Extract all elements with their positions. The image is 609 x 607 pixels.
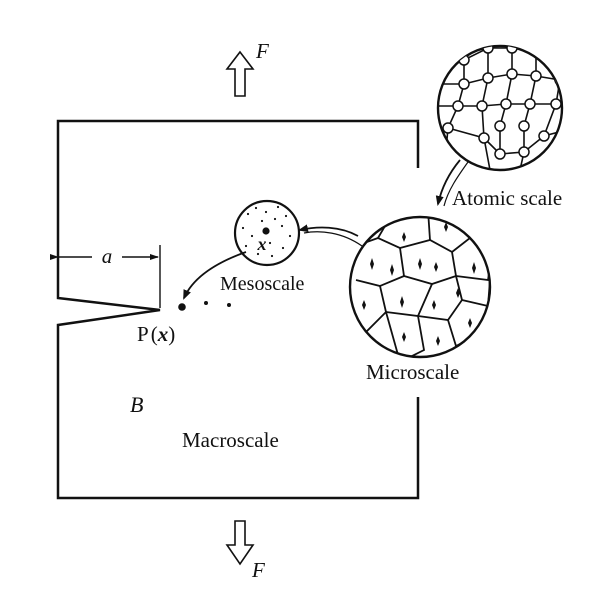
atomic-to-micro-arrow [435, 159, 461, 206]
macroscale-label: Macroscale [182, 428, 279, 452]
meso-point-label: x [257, 234, 267, 254]
crack-tip-point [178, 303, 186, 311]
atomic-scale-label: Atomic scale [452, 186, 562, 210]
microscale-label: Microscale [366, 360, 459, 384]
crack-length-dimension [50, 245, 161, 308]
crack-length-label: a [102, 244, 113, 268]
micro-to-meso-arrow [298, 224, 359, 237]
specimen-outline [56, 119, 420, 500]
micro-to-meso-arrow-shadow [303, 231, 363, 247]
point-label: P(x) [137, 322, 175, 346]
trail-dot-2 [227, 303, 231, 307]
force-label-bottom: F [251, 558, 265, 582]
microscale-circle [348, 215, 492, 359]
body-label: B [130, 392, 143, 417]
mesoscale-label: Mesoscale [220, 273, 305, 295]
mesoscale-circle [233, 199, 301, 267]
trail-dot-1 [204, 301, 208, 305]
atomic-scale-circle [436, 44, 564, 172]
atomic-to-micro-arrow-shadow [443, 161, 469, 207]
meso-to-point-arrow [183, 251, 247, 300]
force-arrow-up-icon [225, 50, 255, 97]
force-arrow-down-icon [225, 520, 255, 566]
force-label-top: F [255, 39, 269, 63]
